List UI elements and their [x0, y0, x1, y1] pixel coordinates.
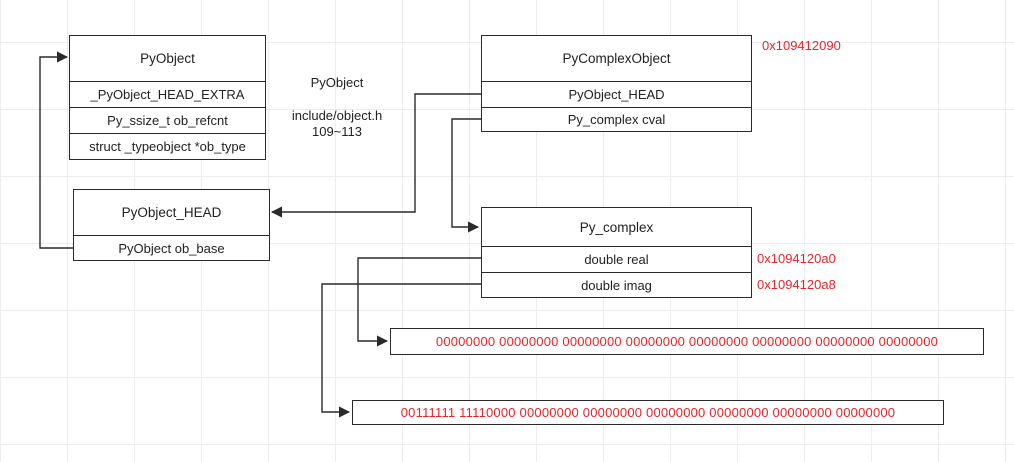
ob-base-to-pyobject-arrow	[39, 51, 73, 249]
pyobject-box: PyObject _PyObject_HEAD_EXTRA Py_ssize_t…	[69, 35, 266, 160]
cval-to-py-complex-arrow	[451, 118, 481, 233]
imag-address: 0x1094120a8	[757, 277, 836, 292]
real-to-bits-arrow	[357, 257, 481, 347]
pyobject-head-title: PyObject_HEAD	[121, 205, 222, 220]
pycomplexobject-address: 0x109412090	[762, 38, 841, 53]
real-address: 0x1094120a0	[757, 251, 836, 266]
head-to-pyobject-head-arrow	[270, 93, 481, 218]
pycomplexobject-field-cval: Py_complex cval	[482, 107, 751, 131]
pycomplexobject-box: PyComplexObject PyObject_HEAD Py_complex…	[481, 35, 752, 132]
note-lines: 109~113	[311, 124, 362, 139]
py-complex-field-imag: double imag	[482, 272, 751, 297]
pycomplexobject-title: PyComplexObject	[562, 51, 671, 66]
pyobject-field-head-extra: _PyObject_HEAD_EXTRA	[70, 81, 265, 107]
imag-to-bits-arrow	[321, 283, 481, 418]
py-complex-box: Py_complex double real double imag	[481, 207, 752, 298]
pyobject-head-box: PyObject_HEAD PyObject ob_base	[73, 189, 270, 261]
pyobject-field-type: struct _typeobject *ob_type	[70, 133, 265, 159]
note-file: include/object.h	[291, 108, 383, 123]
py-complex-title: Py_complex	[579, 219, 654, 235]
pyobject-field-refcnt: Py_ssize_t ob_refcnt	[70, 107, 265, 133]
imag-bits-box: 00111111 11110000 00000000 00000000 0000…	[352, 400, 944, 425]
note-title: PyObject	[310, 75, 364, 90]
pycomplexobject-field-head: PyObject_HEAD	[482, 81, 751, 107]
py-complex-field-real: double real	[482, 246, 751, 272]
pyobject-title: PyObject	[140, 51, 195, 66]
pyobject-head-field-ob-base: PyObject ob_base	[74, 235, 269, 260]
real-bits-box: 00000000 00000000 00000000 00000000 0000…	[390, 328, 984, 355]
